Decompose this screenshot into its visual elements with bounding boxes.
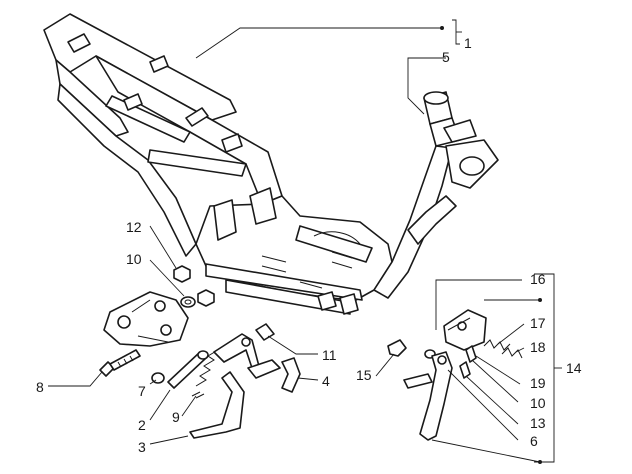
callout-11: 11 xyxy=(322,347,337,363)
callout-10-right: 10 xyxy=(530,395,546,411)
callout-7: 7 xyxy=(138,383,146,399)
nut-10-left xyxy=(197,289,215,307)
callout-4: 4 xyxy=(322,373,330,389)
callout-8: 8 xyxy=(36,379,44,395)
callout-13: 13 xyxy=(530,415,546,431)
nut-12 xyxy=(173,265,191,283)
stand-bracket-11 xyxy=(255,323,275,341)
callout-labels: 1 5 12 10 8 7 2 9 3 11 4 16 17 18 14 15 … xyxy=(36,35,582,455)
callout-2: 2 xyxy=(138,417,146,433)
callout-9: 9 xyxy=(172,409,180,425)
pin-2 xyxy=(167,350,209,389)
engine-mount-bracket xyxy=(103,291,189,347)
leader-lines xyxy=(48,19,562,464)
spring-18 xyxy=(501,347,523,359)
callout-14: 14 xyxy=(566,360,582,376)
callout-18: 18 xyxy=(530,339,546,355)
spring-9 xyxy=(191,349,219,399)
callout-6: 6 xyxy=(530,433,538,449)
callout-3: 3 xyxy=(138,439,146,455)
bolt-19 xyxy=(465,345,477,363)
spring-17 xyxy=(483,339,511,351)
callout-17: 17 xyxy=(530,315,546,331)
side-stand-6 xyxy=(403,351,453,441)
side-stand-bracket-16 xyxy=(443,309,487,351)
centre-stand-3 xyxy=(189,333,281,439)
bolt-13 xyxy=(459,361,471,379)
callout-19: 19 xyxy=(530,375,546,391)
rubber-pad-15 xyxy=(387,339,407,357)
callout-16: 16 xyxy=(530,271,546,287)
callout-1: 1 xyxy=(464,35,472,51)
scooter-frame xyxy=(43,13,499,315)
callout-5: 5 xyxy=(442,49,450,65)
callout-15: 15 xyxy=(356,367,372,383)
callout-10-left: 10 xyxy=(126,251,142,267)
callout-12: 12 xyxy=(126,219,142,235)
washer-10-left xyxy=(180,296,196,308)
lever-4 xyxy=(281,357,301,393)
bolt-8 xyxy=(99,349,141,377)
